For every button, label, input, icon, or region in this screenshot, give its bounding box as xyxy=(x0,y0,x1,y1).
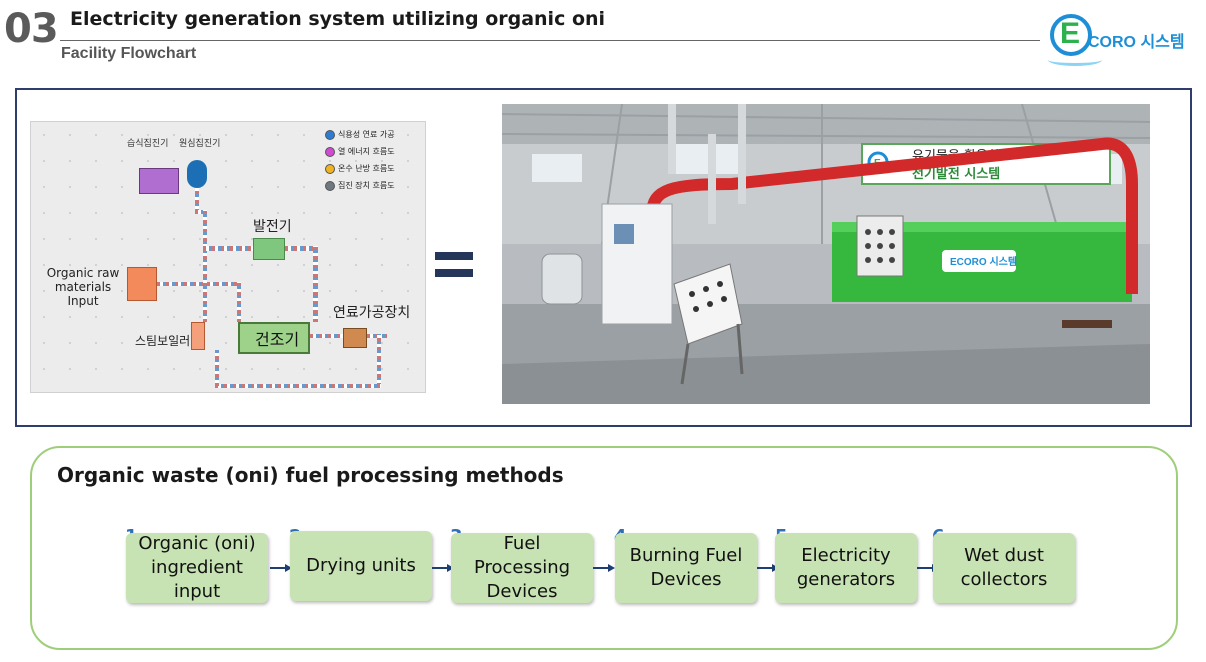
heat-pipe xyxy=(203,246,253,251)
input-hopper-icon xyxy=(127,267,157,301)
process-step-2: Drying units xyxy=(290,531,432,601)
arrow-right-icon xyxy=(270,563,292,573)
arrow-right-icon xyxy=(593,563,615,573)
exhaust-pipe xyxy=(203,210,207,322)
facility-flowchart-diagram: 식용성 연료 가공 열 에너지 흐름도 온수 난방 흐름도 집진 장치 흐름도 … xyxy=(30,121,426,393)
legend-item: 식용성 연료 가공 xyxy=(325,126,395,143)
input-pipe xyxy=(237,282,241,322)
exhaust-pipe xyxy=(195,188,199,212)
process-step-5: Electricity generators xyxy=(775,533,917,603)
process-step-6: Wet dust collectors xyxy=(933,533,1075,603)
input-pipe xyxy=(157,282,203,286)
step-label: Drying units xyxy=(306,555,416,576)
legend-label: 열 에너지 흐름도 xyxy=(338,147,395,156)
steam-boiler-icon xyxy=(191,322,205,350)
heat-pipe xyxy=(285,246,315,251)
step-label: Burning Fuel Devices xyxy=(629,545,743,590)
fuel-pipe xyxy=(310,334,343,338)
step-label: Wet dust collectors xyxy=(960,545,1048,590)
legend-dot-magenta xyxy=(325,146,335,157)
logo-text: CORO 시스템 xyxy=(1088,34,1185,51)
return-pipe xyxy=(215,384,381,388)
fuel-processing-label: 연료가공장치 xyxy=(333,305,411,321)
wet-collector-label: 습식집진기 xyxy=(127,139,169,149)
cyclone-fan-icon xyxy=(187,160,207,188)
step-label: Fuel Processing Devices xyxy=(473,533,571,602)
page-subtitle: Facility Flowchart xyxy=(61,45,197,62)
input-pipe xyxy=(207,282,237,286)
legend-dot-blue xyxy=(325,129,335,140)
process-step-4: Burning Fuel Devices xyxy=(615,533,757,603)
section-number: 03 xyxy=(4,6,59,52)
logo-swoosh-icon xyxy=(1048,54,1102,66)
legend-item: 열 에너지 흐름도 xyxy=(325,143,395,160)
title-divider xyxy=(60,40,1040,41)
logo-letter: E xyxy=(1060,17,1081,50)
return-pipe xyxy=(215,350,219,386)
banner-line-2: 전기발전 시스템 xyxy=(912,166,1000,182)
exhaust-pipe xyxy=(195,210,205,214)
return-pipe xyxy=(377,334,381,386)
equals-icon xyxy=(435,252,473,278)
machine-logo: ECORO 시스템 xyxy=(950,256,1017,268)
dryer-label: 건조기 xyxy=(255,330,300,349)
step-label: Electricity generators xyxy=(796,545,896,590)
step-label: Organic (oni) ingredient input xyxy=(138,533,256,602)
facility-photo-illustration: E 유기물을 활용한 전기발전 시스템 ECORO 시스템 xyxy=(502,104,1150,404)
dryer-unit-icon xyxy=(238,322,310,354)
arrow-right-icon xyxy=(432,563,454,573)
legend-label: 식용성 연료 가공 xyxy=(338,130,395,139)
facility-photo: E 유기물을 활용한 전기발전 시스템 ECORO 시스템 xyxy=(502,104,1150,404)
legend-label: 온수 난방 흐름도 xyxy=(338,164,395,173)
flowchart-legend: 식용성 연료 가공 열 에너지 흐름도 온수 난방 흐름도 집진 장치 흐름도 xyxy=(325,126,395,194)
process-step-3: Fuel Processing Devices xyxy=(451,533,593,603)
process-title: Organic waste (oni) fuel processing meth… xyxy=(57,463,564,487)
legend-label: 집진 장치 흐름도 xyxy=(338,181,395,190)
legend-dot-yellow xyxy=(325,163,335,174)
ecoro-logo: E CORO 시스템 xyxy=(1046,8,1206,70)
page-title: Electricity generation system utilizing … xyxy=(70,8,606,30)
generator-unit-icon xyxy=(253,238,285,260)
cyclone-collector-label: 원심집진기 xyxy=(179,139,221,149)
legend-dot-gray xyxy=(325,180,335,191)
boiler-label: 스팀보일러 xyxy=(135,334,191,348)
dust-collector-unit-icon xyxy=(139,168,179,194)
legend-item: 온수 난방 흐름도 xyxy=(325,160,395,177)
input-label: Organic raw materials Input xyxy=(46,266,120,308)
heat-pipe xyxy=(313,246,318,322)
process-step-1: Organic (oni) ingredient input xyxy=(126,533,268,603)
legend-item: 집진 장치 흐름도 xyxy=(325,177,395,194)
fuel-processing-unit-icon xyxy=(343,328,367,348)
generator-label: 발전기 xyxy=(253,219,292,235)
